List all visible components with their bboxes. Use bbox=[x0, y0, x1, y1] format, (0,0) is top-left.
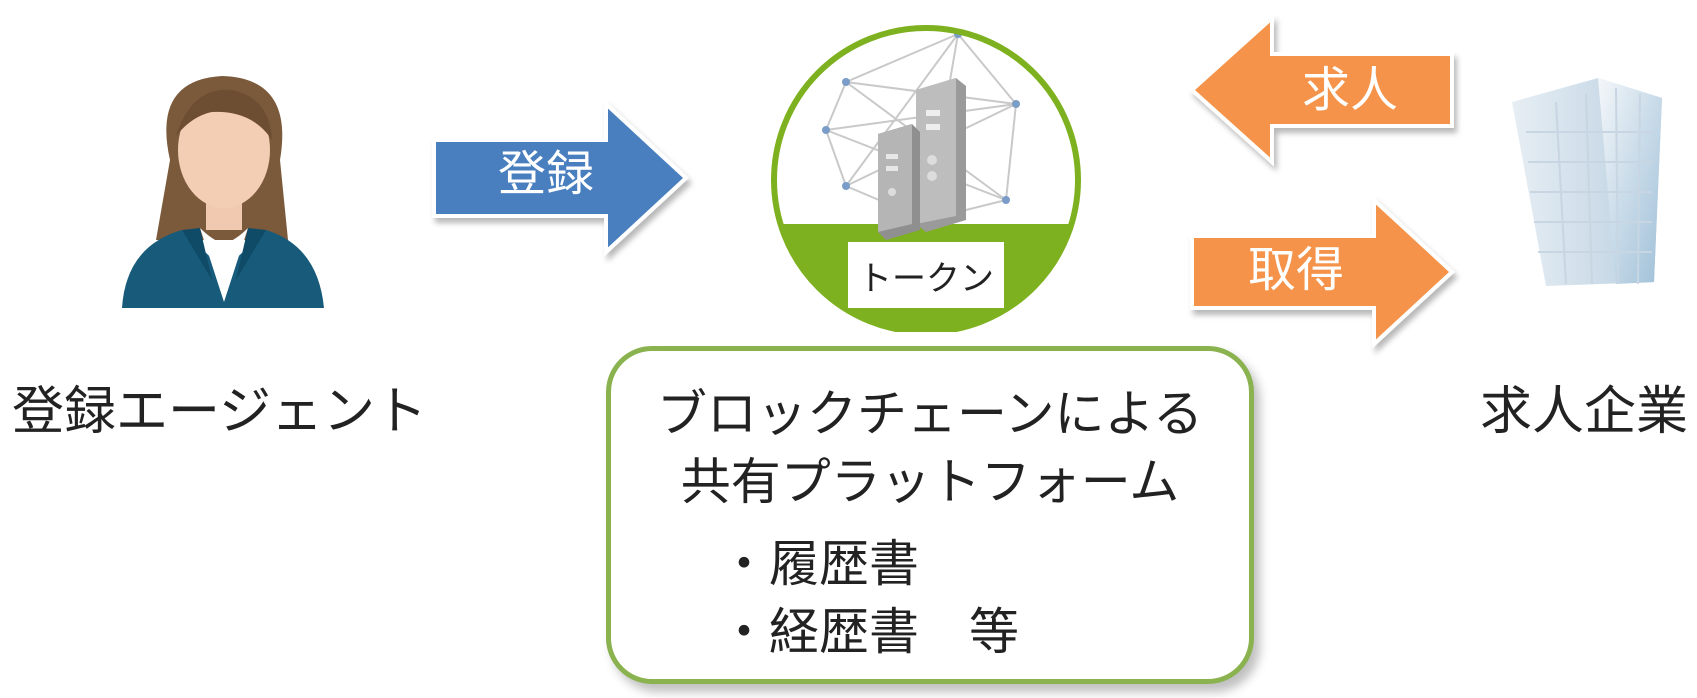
platform-title-line2: 共有プラットフォーム bbox=[680, 453, 1180, 511]
register-arrow bbox=[432, 99, 689, 257]
platform-title-line1: ブロックチェーンによる bbox=[657, 385, 1203, 443]
job-offer-arrow bbox=[1189, 13, 1454, 167]
platform-item-resume: ・履歴書 bbox=[719, 535, 919, 593]
platform-description-box: ブロックチェーンによる 共有プラットフォーム ・履歴書 ・経歴書 等 bbox=[606, 346, 1254, 684]
agent-label: 登録エージェント bbox=[12, 382, 427, 442]
job-offer-arrow-label: 求人 bbox=[1302, 62, 1399, 118]
register-arrow-label: 登録 bbox=[498, 146, 595, 202]
platform-item-career-history: ・経歴書 等 bbox=[719, 603, 1019, 661]
company-building-icon bbox=[1512, 78, 1662, 286]
acquire-arrow-label: 取得 bbox=[1248, 242, 1345, 298]
company-label: 求人企業 bbox=[1480, 382, 1689, 442]
acquire-arrow bbox=[1190, 195, 1455, 349]
token-label: トークン bbox=[848, 242, 1004, 308]
agent-person-icon bbox=[122, 76, 324, 308]
